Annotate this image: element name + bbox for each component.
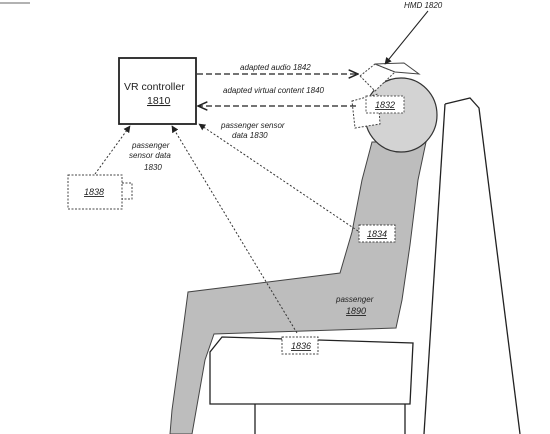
passenger-label: passenger — [335, 295, 374, 304]
sensor-1832-ref: 1832 — [375, 100, 395, 110]
sensor-1836-box — [281, 336, 319, 355]
sensor-1832-box — [365, 95, 405, 114]
sensor-1836-data-arrow — [171, 125, 298, 334]
sensor-data-left-line1: passenger — [131, 141, 170, 150]
sensor-1834-ref: 1834 — [367, 229, 387, 239]
sensor-data-right-line2: data 1830 — [232, 131, 268, 140]
hmd-label: HMD 1820 — [404, 1, 443, 10]
hmd-pointer-arrow — [384, 10, 429, 65]
sensor-data-right-line1: passenger sensor — [220, 121, 285, 130]
sensor-1836-ref: 1836 — [291, 341, 311, 351]
passenger-body — [169, 141, 427, 434]
sensor-1834-data-arrow — [198, 123, 359, 232]
adapted-audio-label: adapted audio 1842 — [240, 63, 311, 72]
sensor-data-left-line2: sensor data — [129, 151, 171, 160]
seat-base — [254, 404, 406, 434]
sensor-1838-ref: 1838 — [84, 187, 104, 197]
seat-back-front — [423, 103, 446, 434]
adapted-content-label: adapted virtual content 1840 — [223, 86, 325, 95]
external-camera-sensor — [67, 174, 133, 210]
seat — [209, 97, 521, 434]
sensor-1838-data-arrow — [94, 125, 131, 175]
vr-controller-box — [118, 57, 197, 125]
vr-controller-title: VR controller — [124, 81, 185, 93]
passenger-ref: 1890 — [346, 306, 366, 316]
seat-back — [444, 97, 521, 434]
sensor-data-left-line3: 1830 — [144, 163, 162, 172]
sensor-1834-box — [358, 224, 396, 243]
vr-controller-ref: 1810 — [147, 95, 171, 107]
seat-cushion — [209, 336, 414, 405]
